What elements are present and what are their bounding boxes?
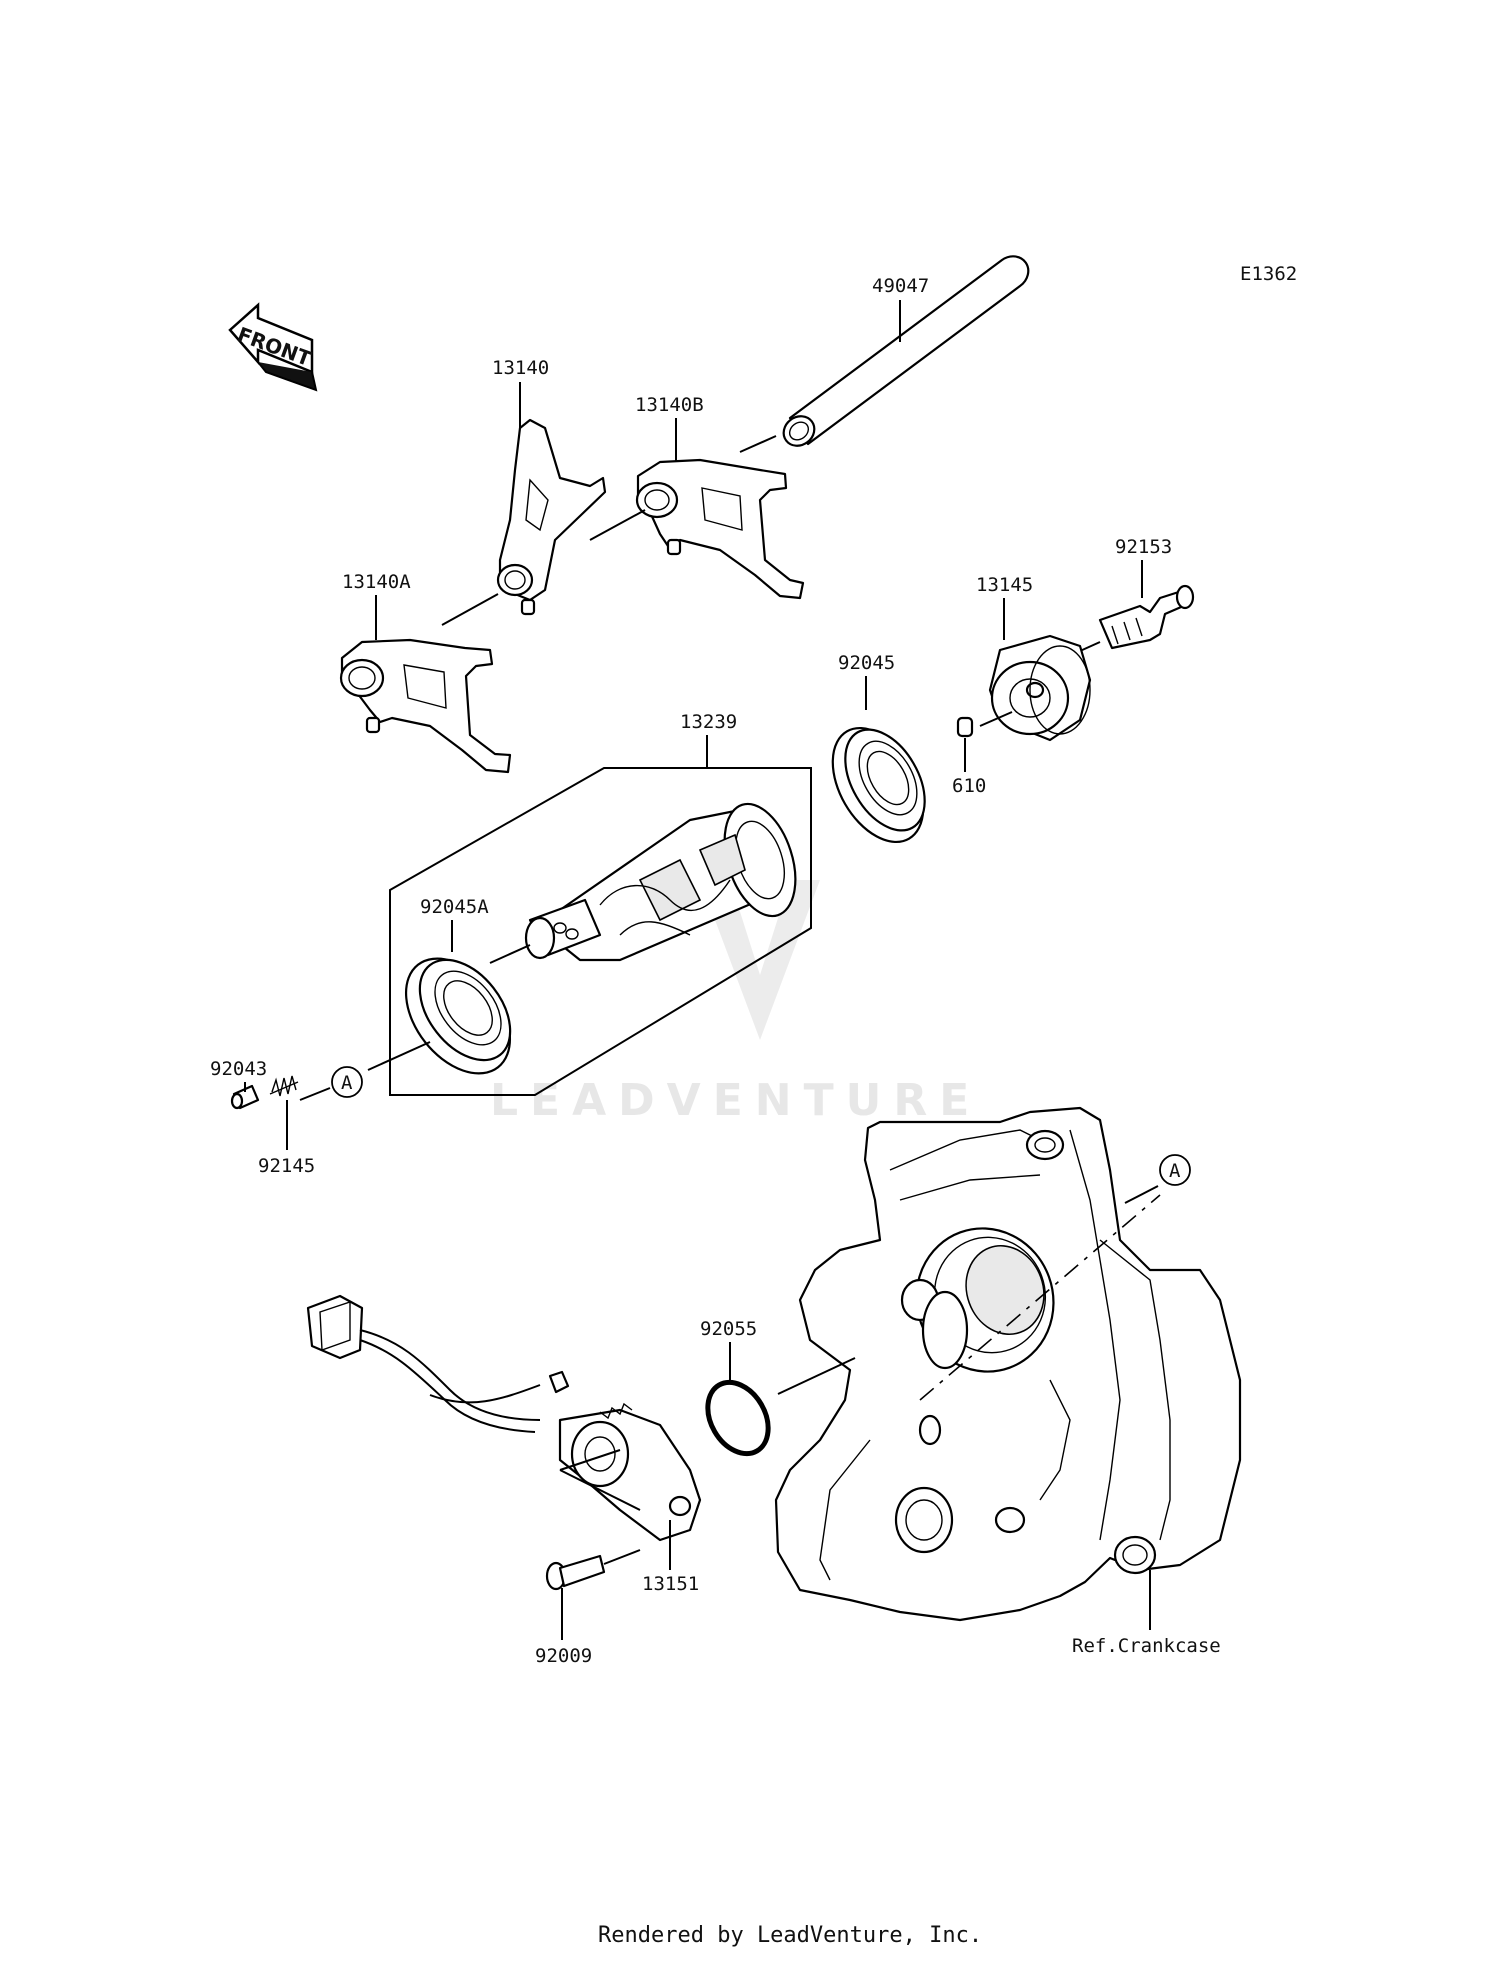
watermark-text: LEADVENTURE — [490, 1075, 981, 1126]
label-13151: 13151 — [642, 1573, 699, 1595]
o-ring — [705, 1379, 771, 1457]
footer-credit: Rendered by LeadVenture, Inc. — [598, 1923, 982, 1948]
ball-bearing-a — [404, 957, 512, 1075]
callout-a-right: A — [1159, 1154, 1191, 1186]
svg-text:A: A — [341, 1072, 353, 1094]
label-92043: 92043 — [210, 1058, 267, 1080]
ball-bearing — [831, 726, 926, 844]
watermark: LEADVENTURE — [490, 880, 981, 1126]
label-13239: 13239 — [680, 711, 737, 733]
label-92055: 92055 — [700, 1318, 757, 1340]
crankcase — [774, 1106, 1242, 1622]
screw — [545, 1549, 641, 1591]
svg-text:A: A — [1169, 1160, 1181, 1182]
label-13140: 13140 — [492, 357, 549, 379]
label-610: 610 — [952, 775, 986, 797]
shift-drum-cam — [979, 634, 1092, 742]
shift-rod — [739, 255, 1030, 453]
front-arrow-icon: FRONT — [228, 302, 318, 392]
callout-a-left: A — [331, 1066, 363, 1098]
label-ref-crankcase: Ref.Crankcase — [1072, 1635, 1221, 1657]
label-92045: 92045 — [838, 652, 895, 674]
shift-fork-13140b — [635, 458, 805, 600]
label-49047: 49047 — [872, 275, 929, 297]
label-92009: 92009 — [535, 1645, 592, 1667]
label-92045A: 92045A — [420, 896, 489, 918]
spring — [269, 1075, 299, 1097]
label-13140A: 13140A — [342, 571, 411, 593]
center-line — [919, 1194, 1161, 1401]
diagram-code: E1362 — [1240, 263, 1297, 285]
shift-fork-13140a — [339, 638, 512, 774]
label-13145: 13145 — [976, 574, 1033, 596]
shift-fork-13140 — [496, 418, 607, 616]
gear-position-sensor — [306, 1294, 702, 1542]
group-outline — [389, 767, 812, 1096]
positioning-pin — [230, 1084, 260, 1110]
label-13140B: 13140B — [635, 394, 704, 416]
shift-drum — [489, 802, 797, 964]
label-92145: 92145 — [258, 1155, 315, 1177]
dowel-pin — [956, 716, 974, 738]
label-92153: 92153 — [1115, 536, 1172, 558]
